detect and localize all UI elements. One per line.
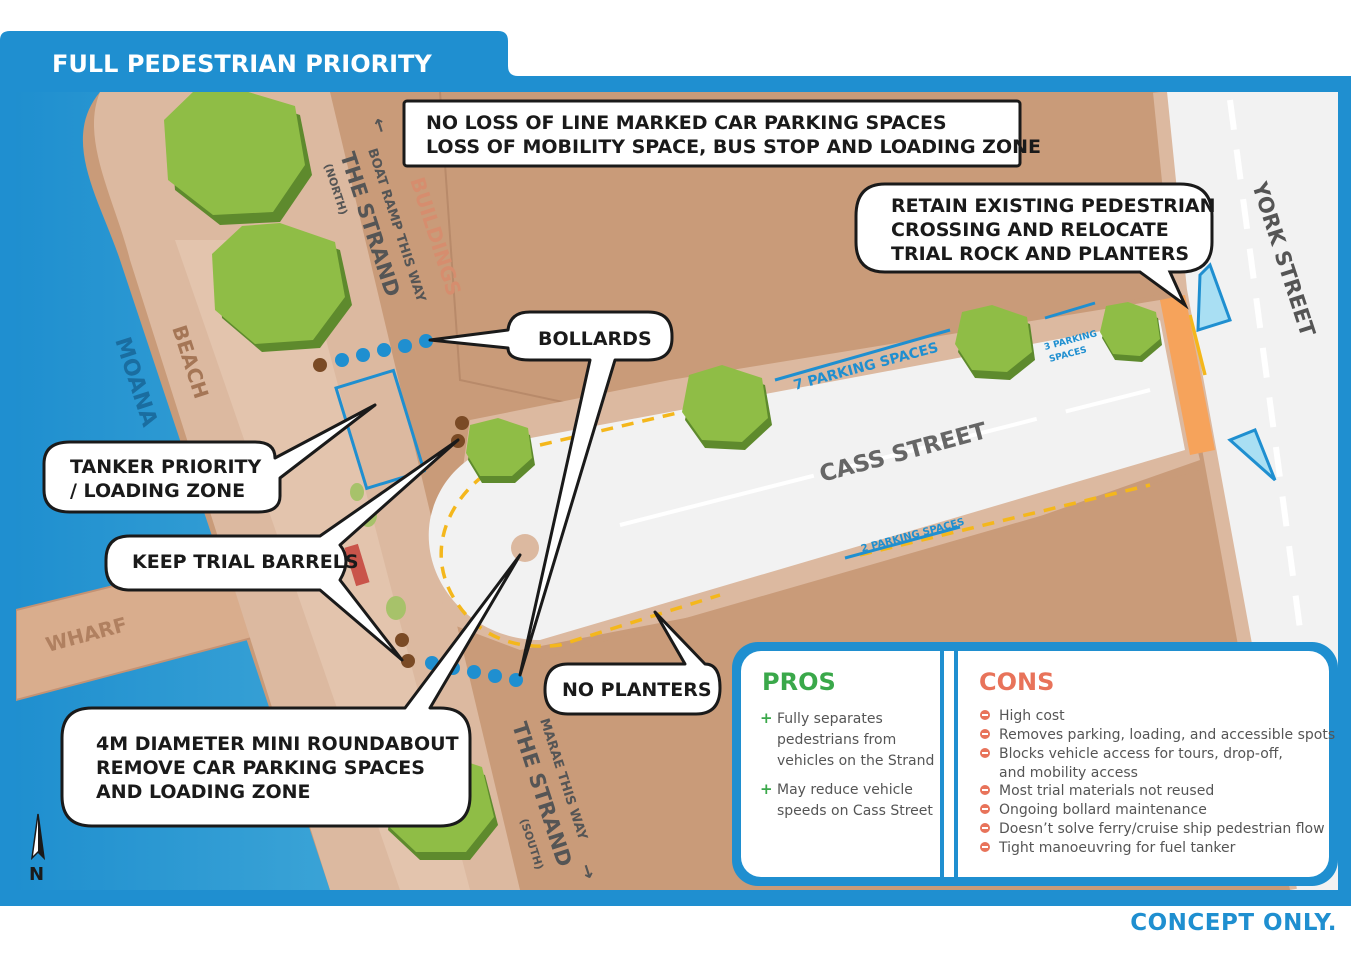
pros-item-2-line-1: May reduce vehicle: [777, 782, 913, 798]
arrow-boat-ramp: ←: [367, 115, 392, 136]
cons-heading: CONS: [979, 668, 1054, 696]
retain-line-3: TRIAL ROCK AND PLANTERS: [891, 243, 1189, 265]
pros-heading: PROS: [762, 668, 836, 696]
cons-item-1: High cost: [999, 708, 1065, 724]
notice-parking: NO LOSS OF LINE MARKED CAR PARKING SPACE…: [402, 99, 1041, 168]
no-stopping-lines: [439, 408, 1151, 648]
pros-item-1-line-1: Fully separates: [777, 711, 883, 727]
page-title: FULL PEDESTRIAN PRIORITY: [52, 50, 432, 78]
pedestrian-crossing: [1160, 295, 1215, 455]
roundabout-line-3: AND LOADING ZONE: [96, 781, 311, 803]
north-arrow: N: [29, 813, 46, 885]
arrow-marae: →: [575, 861, 600, 882]
concept-only-footer: CONCEPT ONLY.: [1130, 910, 1337, 936]
cons-item-6: Doesn’t solve ferry/cruise ship pedestri…: [999, 821, 1325, 837]
pros-bullet-1: +: [760, 709, 773, 727]
pros-item-1-line-3: vehicles on the Strand: [777, 753, 934, 769]
tanker-loading-zone: [334, 368, 426, 491]
notice-line-2: LOSS OF MOBILITY SPACE, BUS STOP AND LOA…: [426, 136, 1041, 158]
cons-item-3-line-1: Blocks vehicle access for tours, drop-of…: [999, 746, 1283, 762]
callout-barrels: KEEP TRIAL BARRELS: [104, 438, 460, 662]
tanker-line-1: TANKER PRIORITY: [70, 456, 261, 478]
no-planters-text: NO PLANTERS: [562, 679, 712, 701]
cons-item-2: Removes parking, loading, and accessible…: [999, 727, 1335, 743]
barrels-text: KEEP TRIAL BARRELS: [132, 551, 359, 573]
cons-item-4: Most trial materials not reused: [999, 783, 1214, 799]
callout-roundabout: 4M DIAMETER MINI ROUNDABOUT REMOVE CAR P…: [60, 553, 522, 828]
mini-roundabout: [511, 534, 539, 562]
pros-item-2-line-2: speeds on Cass Street: [777, 803, 933, 819]
trees: [164, 92, 1162, 860]
cons-item-7: Tight manoeuvring for fuel tanker: [998, 840, 1236, 856]
tanker-line-2: / LOADING ZONE: [70, 480, 245, 502]
callout-retain-crossing: RETAIN EXISTING PEDESTRIAN CROSSING AND …: [854, 182, 1216, 310]
retain-line-2: CROSSING AND RELOCATE: [891, 219, 1169, 241]
callout-bollards: BOLLARDS: [428, 310, 674, 677]
roundabout-line-1: 4M DIAMETER MINI ROUNDABOUT: [96, 733, 459, 755]
bollards-south: [425, 656, 523, 687]
bollards-north: [335, 334, 433, 367]
cons-item-3-line-2: and mobility access: [999, 765, 1138, 781]
notice-line-1: NO LOSS OF LINE MARKED CAR PARKING SPACE…: [426, 112, 947, 134]
callout-no-planters: NO PLANTERS: [543, 610, 722, 716]
callout-tanker: TANKER PRIORITY / LOADING ZONE: [42, 403, 377, 514]
north-label: N: [29, 864, 44, 885]
cass-street-road: [428, 320, 1185, 640]
retain-line-1: RETAIN EXISTING PEDESTRIAN: [891, 195, 1216, 217]
pros-cons-panel: PROS + Fully separates pedestrians from …: [732, 642, 1338, 886]
bollards-text: BOLLARDS: [538, 328, 652, 350]
cons-item-5: Ongoing bollard maintenance: [999, 802, 1207, 818]
pros-item-1-line-2: pedestrians from: [777, 732, 896, 748]
trial-planter-north: [1196, 262, 1232, 333]
pros-bullet-2: +: [760, 780, 773, 798]
roundabout-line-2: REMOVE CAR PARKING SPACES: [96, 757, 425, 779]
trial-planter-south: [1227, 428, 1277, 482]
